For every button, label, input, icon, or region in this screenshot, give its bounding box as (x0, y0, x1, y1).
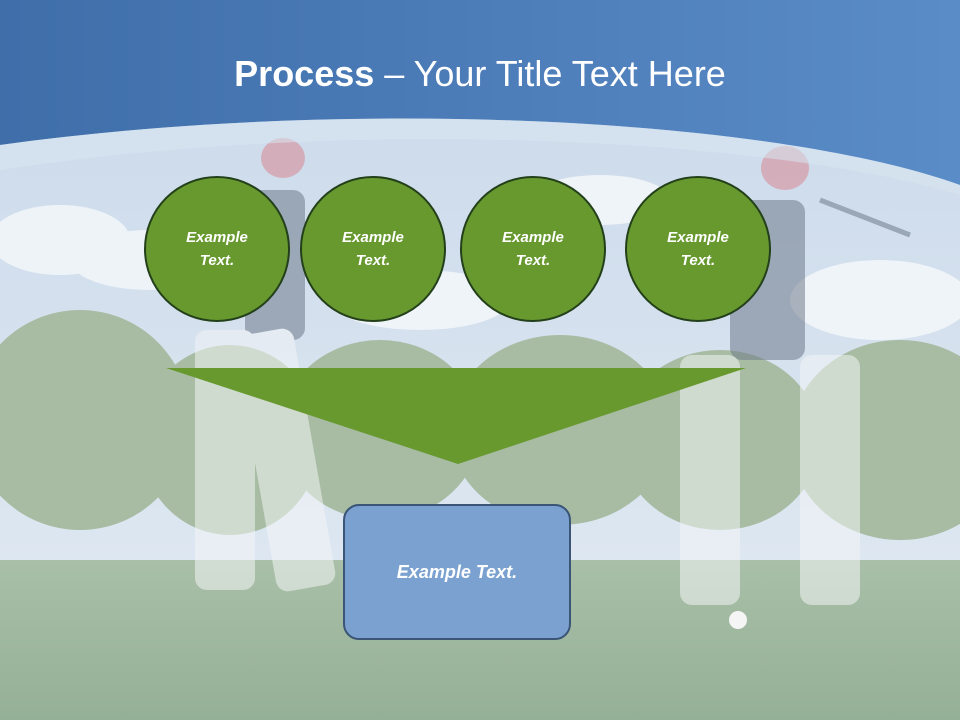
slide-title: Process – Your Title Text Here (0, 52, 960, 96)
step-circle-1[interactable]: Example Text. (144, 176, 290, 322)
step-circle-2[interactable]: Example Text. (300, 176, 446, 322)
result-box-label: Example Text. (396, 561, 518, 582)
title-bold-part: Process (234, 53, 375, 94)
step-circle-label: Example Text. (186, 229, 248, 269)
step-circle-4[interactable]: Example Text. (625, 176, 771, 322)
step-circle-label: Example Text. (667, 229, 729, 269)
step-circle-3[interactable]: Example Text. (460, 176, 606, 322)
step-circle-label: Example Text. (502, 229, 564, 269)
step-circle-label: Example Text. (342, 229, 404, 269)
title-rest: – Your Title Text Here (374, 53, 726, 94)
result-box[interactable]: Example Text. (343, 504, 571, 640)
